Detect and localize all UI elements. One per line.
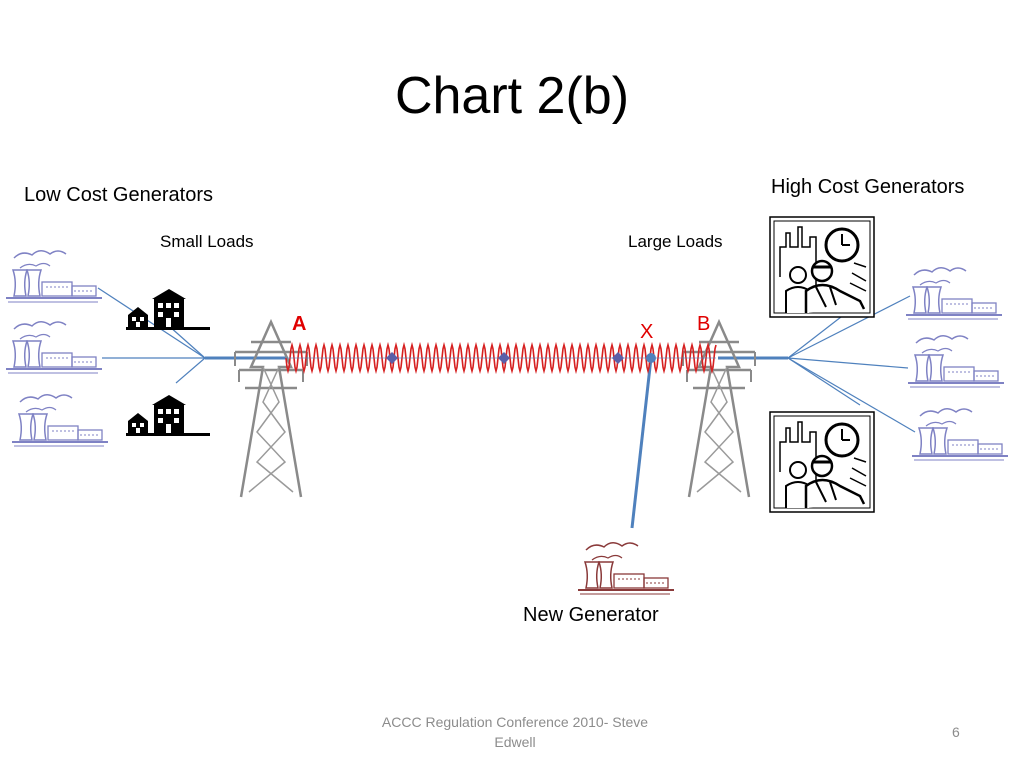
new-generator-label: New Generator <box>523 604 659 626</box>
slide-footer: ACCC Regulation Conference 2010- Steve E… <box>381 714 649 750</box>
control-room-worker-icon <box>768 410 876 514</box>
line-node-marker <box>386 352 398 364</box>
node-b-label: B <box>697 313 711 335</box>
new-generator-feeder-line <box>630 357 653 529</box>
page-number: 6 <box>952 724 960 740</box>
transmission-line-coil <box>285 341 717 375</box>
small-loads-label: Small Loads <box>160 232 254 251</box>
node-a-label: A <box>292 313 307 335</box>
left-feeder-lines <box>97 287 206 384</box>
power-plant-icon <box>11 393 109 447</box>
power-plant-icon <box>907 334 1005 388</box>
line-node-marker <box>612 352 624 364</box>
line-node-markers <box>386 352 624 364</box>
slide-title: Chart 2(b) <box>394 67 630 125</box>
right-feeder-lines <box>787 295 916 433</box>
house-icon <box>126 395 210 436</box>
node-x-marker <box>646 353 656 363</box>
power-plant-icon <box>911 407 1009 461</box>
high-cost-generators-label: High Cost Generators <box>771 176 965 198</box>
control-room-worker-icon <box>768 215 876 319</box>
house-icon <box>126 289 210 330</box>
node-x-label: X <box>640 321 654 343</box>
transmission-tower-icon <box>681 320 757 499</box>
new-generator-power-plant-icon <box>577 541 675 595</box>
power-plant-icon <box>905 266 1003 320</box>
line-node-marker <box>498 352 510 364</box>
transmission-tower-icon <box>233 320 309 499</box>
power-plant-icon <box>5 320 103 374</box>
power-plant-icon <box>5 249 103 303</box>
large-loads-label: Large Loads <box>628 232 723 251</box>
low-cost-generators-label: Low Cost Generators <box>24 184 213 206</box>
